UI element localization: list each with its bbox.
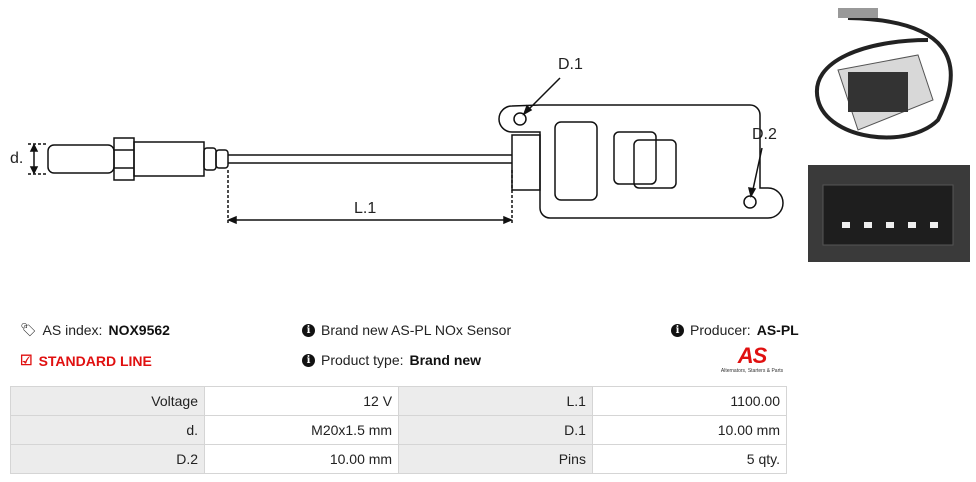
control-box [498,104,784,219]
description-text: Brand new AS-PL NOx Sensor [321,322,512,338]
spec-label: Voltage [9,386,206,416]
label-d: d. [10,150,24,167]
spec-value: 10.00 mm [204,444,400,474]
product-photo [808,0,970,262]
product-type-value: Brand new [409,352,482,368]
product-type: i Product type: Brand new [302,352,481,368]
probe-tip [47,144,115,174]
spec-label: D.1 [398,415,593,445]
as-pl-logo: AS Alternators, Starters & Parts [712,343,792,375]
as-index-value: NOX9562 [108,322,170,338]
label-d2: D.2 [752,126,777,143]
spec-label: D.2 [9,444,206,474]
spec-value: 10.00 mm [591,415,788,445]
as-index: 🏷 AS index: NOX9562 [20,322,170,338]
standard-line-label: STANDARD LINE [38,352,152,369]
tags-icon: 🏷 [20,322,37,337]
description: i Brand new AS-PL NOx Sensor [302,322,511,338]
spec-label: L.1 [398,386,593,416]
connector [633,139,677,189]
spec-value: 1100.00 [591,386,788,416]
producer: i Producer: AS-PL [671,322,799,338]
spec-label: d. [9,415,206,445]
info-icon: i [302,353,315,367]
spec-label: Pins [398,444,593,474]
product-type-label: Product type: [321,352,404,368]
mounting-hole-d2 [743,195,757,209]
spec-value: 12 V [204,386,400,416]
spec-value: 5 qty. [591,444,788,474]
as-index-label: AS index: [42,322,103,338]
logo-text: AS [737,343,768,368]
hex-nut [113,137,135,181]
producer-value: AS-PL [756,322,799,338]
producer-label: Producer: [690,322,751,338]
mounting-hole-d1 [513,112,527,126]
checkbox-icon: ☑ [20,352,33,368]
info-icon: i [671,323,684,337]
label-d1: D.1 [558,56,583,73]
logo-tagline: Alternators, Starters & Parts [720,368,784,374]
technical-drawing [28,77,784,225]
standard-line-badge: ☑ STANDARD LINE [20,352,152,369]
spec-value: M20x1.5 mm [204,415,400,445]
info-icon: i [302,323,315,337]
label-l1: L.1 [354,200,377,217]
probe-body [133,141,205,177]
